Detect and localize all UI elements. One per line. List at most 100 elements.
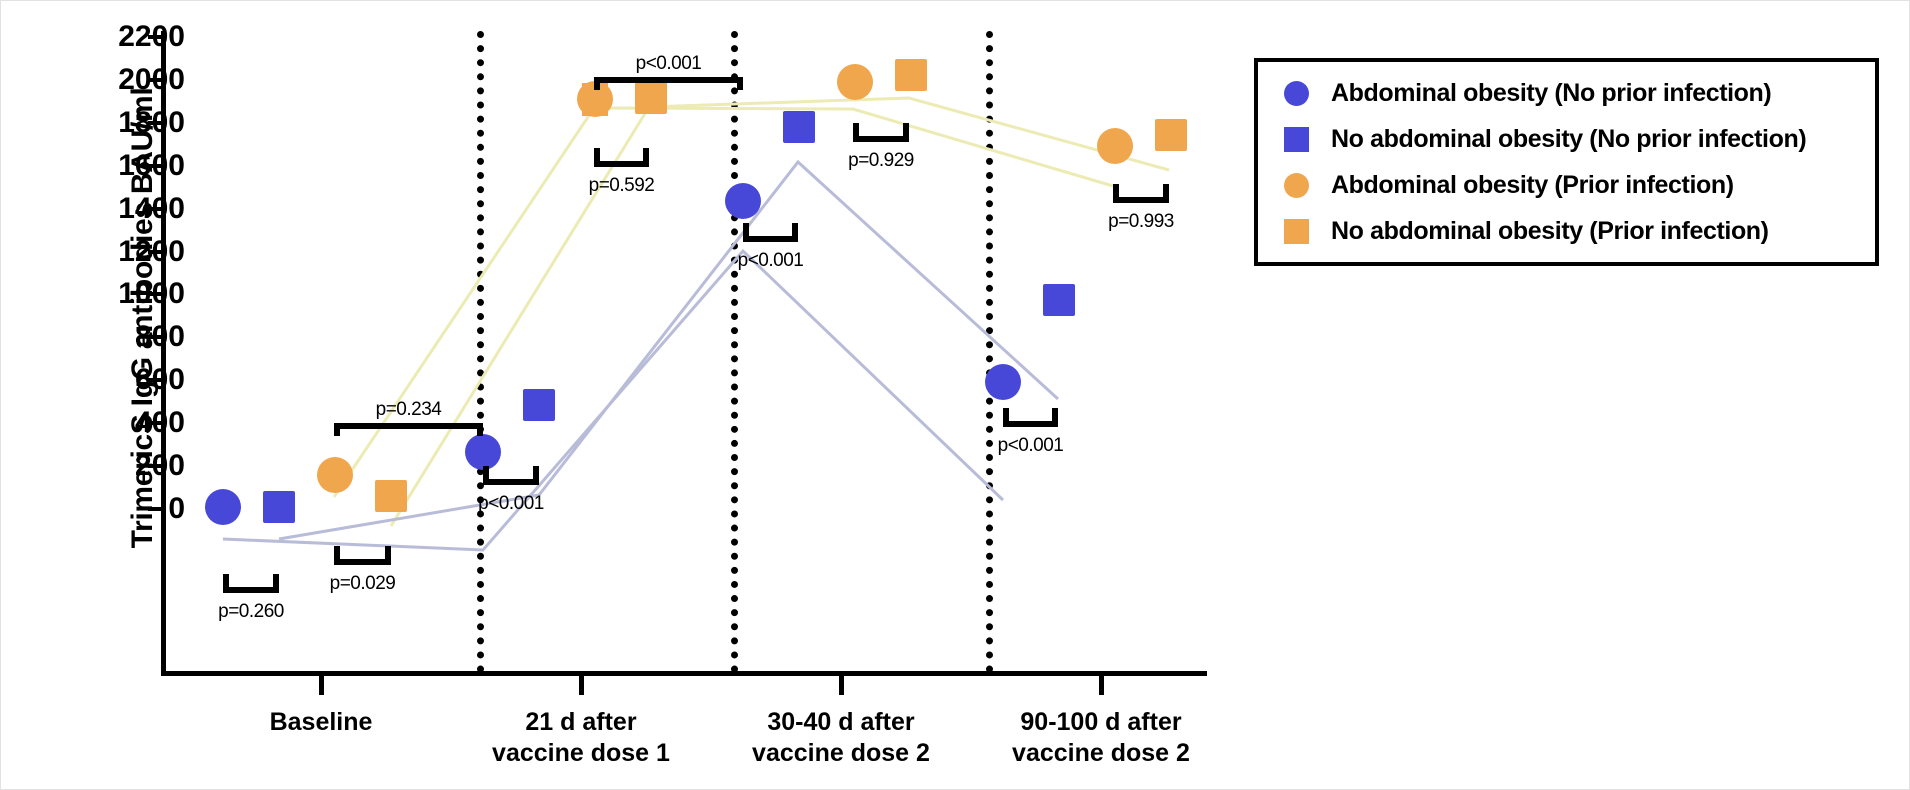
p-value-label: p=0.929 [848,150,914,171]
bracket-bar [594,77,743,83]
bracket-leg-left [334,546,340,559]
y-axis-tick-label: 1000 [118,277,185,311]
bracket-leg-left [334,423,340,436]
bracket-leg-right [737,77,743,90]
y-axis-tick-label: 800 [134,320,185,354]
circle-swatch-icon [1284,80,1309,106]
data-point-no-abdominal-obesity-no-prior [1043,283,1075,316]
group-separator-2 [731,31,745,673]
y-axis-tick [148,378,161,383]
p-value-label: p<0.001 [478,493,544,514]
bracket-leg-left [483,466,489,479]
p-value-label: p=0.029 [329,573,396,594]
data-point-abdominal-obesity-no-prior [465,434,501,471]
bracket-leg-left [1113,184,1119,197]
y-axis-tick-label: 0 [168,492,185,525]
y-axis-tick [148,249,161,254]
y-axis-tick [148,206,161,211]
line-no-abdominal-obesity-prior [389,96,1170,527]
y-axis-tick [148,335,161,340]
bracket-leg-left [1003,408,1009,421]
bracket-bar [594,161,649,167]
y-axis-tick [148,163,161,168]
y-axis-tick-label: 2200 [118,20,185,53]
bracket-leg-right [643,148,649,161]
data-point-no-abdominal-obesity-no-prior [523,388,555,421]
legend-item-label: No abdominal obesity (Prior infection) [1331,216,1769,245]
chart-legend: Abdominal obesity (No prior infection) No… [1254,58,1879,266]
data-point-no-abdominal-obesity-prior [635,82,667,115]
y-axis-tick-label: 1200 [118,234,185,268]
bracket-leg-right [385,546,391,559]
y-axis-tick [148,464,161,469]
line-abdominal-obesity-prior [332,106,1114,498]
bracket-bar [743,236,798,242]
x-label-line-1: Baseline [269,708,373,736]
data-point-no-abdominal-obesity-prior [895,58,927,91]
line-no-abdominal-obesity-no-prior [278,159,1060,541]
legend-item-label: Abdominal obesity (Prior infection) [1331,170,1734,199]
series-lines [222,96,1170,552]
legend-item-4[interactable]: No abdominal obesity (Prior infection) [1284,209,1875,253]
bracket-leg-right [533,466,539,479]
x-label-line-1: 30-40 d after [767,708,915,736]
bracket-leg-right [792,223,798,236]
square-swatch-icon [1284,126,1309,152]
data-point-abdominal-obesity-no-prior [725,183,761,220]
y-axis-line [161,31,166,673]
bracket-leg-left [743,223,749,236]
y-axis-tick [148,77,161,82]
legend-item-2[interactable]: No abdominal obesity (No prior infection… [1284,117,1875,161]
y-axis-tick-label: 1400 [118,191,185,225]
data-point-abdominal-obesity-prior [317,456,353,493]
data-point-abdominal-obesity-no-prior [205,488,241,525]
x-axis-line [161,671,1207,676]
y-axis-tick-label: 400 [134,406,185,440]
group-separator-3 [986,31,1000,673]
bracket-leg-right [477,423,483,436]
bracket-bar [1113,197,1169,203]
data-point-no-abdominal-obesity-prior [1155,118,1187,151]
x-axis-tick [839,676,844,695]
x-axis-tick [319,676,324,695]
bracket-bar [334,423,483,429]
bracket-bar [334,559,391,565]
x-axis-tick [579,676,584,695]
y-axis-tick [148,35,161,39]
p-value-label: p=0.234 [375,399,442,420]
data-point-abdominal-obesity-prior [1097,128,1133,165]
bracket-leg-right [903,123,909,136]
bracket-leg-right [273,574,279,587]
p-value-label: p<0.001 [737,250,804,271]
bracket-leg-right [1052,408,1058,421]
x-label-line-2: vaccine dose 2 [752,738,930,767]
x-label-line-2: vaccine dose 1 [492,738,670,767]
y-axis-tick [148,292,161,297]
legend-item-label: Abdominal obesity (No prior infection) [1331,78,1772,107]
data-point-abdominal-obesity-prior [837,64,873,101]
legend-item-label: No abdominal obesity (No prior infection… [1331,124,1807,153]
p-value-label: p=0.993 [1108,211,1174,232]
bracket-bar [853,136,909,142]
y-axis-tick [148,120,161,125]
y-axis-tick-label: 1800 [118,105,185,139]
data-point-no-abdominal-obesity-no-prior [263,490,295,523]
legend-item-3[interactable]: Abdominal obesity (Prior infection) [1284,163,1875,207]
y-axis-tick [148,421,161,426]
x-label-line-1: 90-100 d after [1020,708,1182,736]
data-point-no-abdominal-obesity-no-prior [783,111,815,144]
p-value-label: p<0.001 [997,435,1064,456]
p-value-label: p<0.001 [635,53,702,74]
circle-swatch-icon [1284,172,1309,198]
x-label-line-1: 21 d after [525,708,637,736]
x-axis-category-label: Baseline [201,707,441,738]
bracket-leg-left [853,123,859,136]
legend-item-1[interactable]: Abdominal obesity (No prior infection) [1284,71,1875,115]
p-value-label: p=0.260 [218,601,284,622]
